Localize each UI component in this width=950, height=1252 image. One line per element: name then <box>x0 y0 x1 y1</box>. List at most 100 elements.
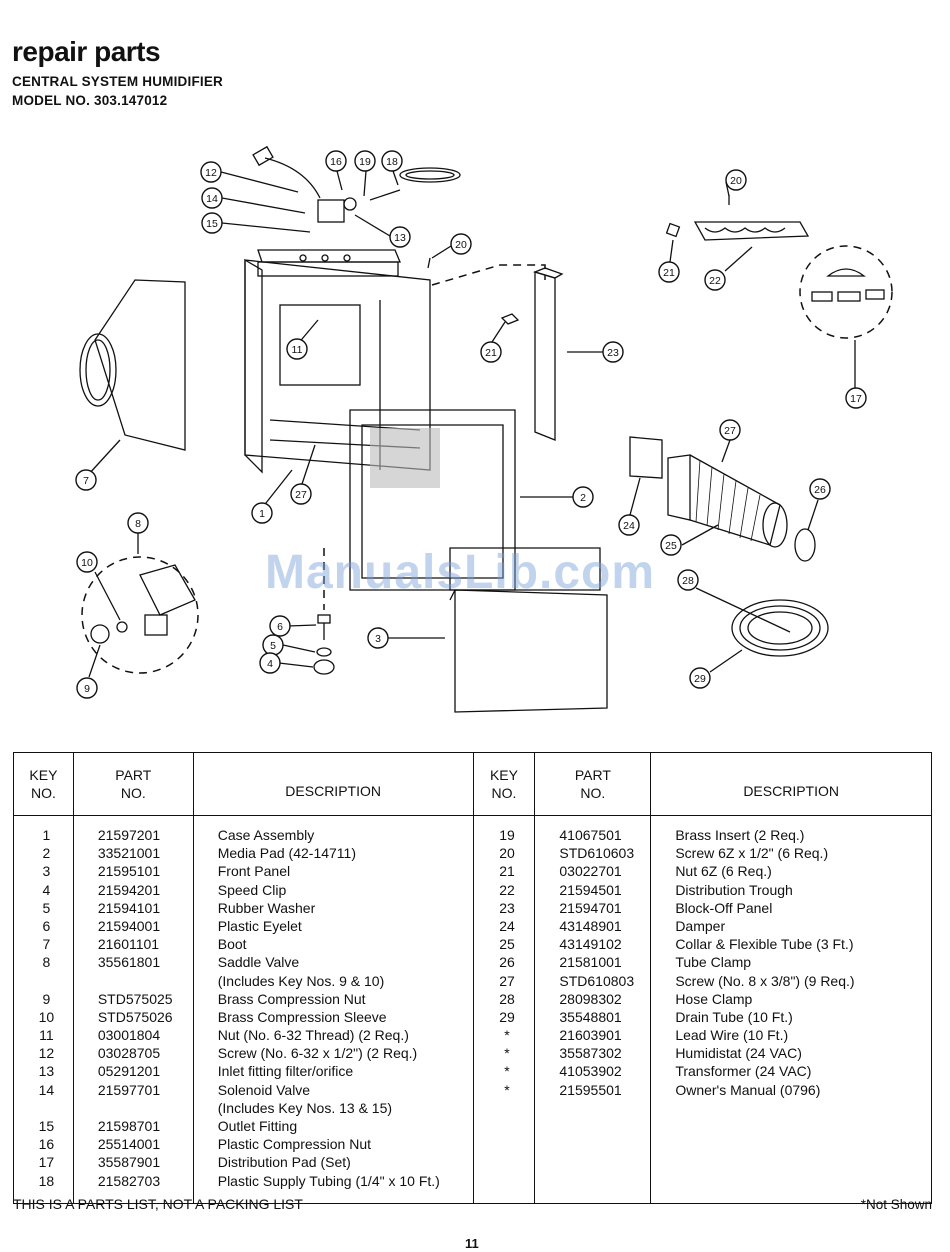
svg-text:28: 28 <box>682 575 694 587</box>
callout-5: 5 <box>262 634 284 656</box>
parts-row-key: * <box>504 1063 510 1080</box>
parts-row-part: 35587302 <box>559 1045 622 1062</box>
parts-row-desc: Screw (No. 8 x 3/8") (9 Req.) <box>675 972 855 989</box>
parts-row-part: 43149102 <box>559 936 622 953</box>
parts-row-key: 13 <box>38 1063 55 1080</box>
parts-row-desc: Plastic Supply Tubing (1/4" x 10 Ft.) <box>217 1172 440 1189</box>
svg-text:27: 27 <box>724 425 736 437</box>
parts-row-part: 21597701 <box>97 1081 161 1098</box>
parts-row-desc: Screw (No. 6-32 x 1/2") (2 Req.) <box>217 1045 418 1062</box>
parts-row-desc: Rubber Washer <box>217 899 316 916</box>
callout-7: 7 <box>75 469 97 491</box>
callout-14: 14 <box>201 187 223 209</box>
parts-row-desc: (Includes Key Nos. 13 & 15) <box>217 1099 393 1116</box>
parts-row-part: 05291201 <box>97 1063 161 1080</box>
svg-text:1: 1 <box>259 508 265 520</box>
parts-row-key: 14 <box>38 1081 55 1098</box>
svg-text:5: 5 <box>270 640 276 652</box>
callout-6: 6 <box>269 615 291 637</box>
svg-text:7: 7 <box>83 475 89 487</box>
svg-text:13: 13 <box>394 232 406 244</box>
svg-text:9: 9 <box>84 683 90 695</box>
callout-12: 12 <box>200 161 222 183</box>
svg-text:6: 6 <box>277 621 283 633</box>
parts-row-part: 21595501 <box>559 1081 622 1098</box>
svg-text:29: 29 <box>694 673 706 685</box>
parts-row-desc: Screw 6Z x 1/2" (6 Req.) <box>675 845 829 862</box>
callout-8: 8 <box>127 512 149 534</box>
callout-20-a: 20 <box>450 233 472 255</box>
parts-row-desc: Humidistat (24 VAC) <box>675 1045 802 1062</box>
callout-17: 17 <box>845 387 867 409</box>
parts-row-key: 24 <box>499 917 515 934</box>
parts-row-key: 9 <box>42 990 51 1007</box>
boot-drawing <box>79 279 186 451</box>
parts-row-part: 03028705 <box>97 1045 161 1062</box>
parts-row-desc: Brass Insert (2 Req.) <box>675 827 805 843</box>
parts-row-part: STD575026 <box>97 1008 173 1025</box>
parts-row-desc: (Includes Key Nos. 9 & 10) <box>217 972 385 989</box>
parts-row-key: 26 <box>499 954 515 971</box>
svg-text:25: 25 <box>665 540 677 552</box>
parts-row-key: 21 <box>499 863 515 880</box>
parts-row-key: 17 <box>38 1154 55 1171</box>
svg-text:20: 20 <box>455 239 467 251</box>
svg-text:22: 22 <box>709 275 721 287</box>
parts-row-part: 03001804 <box>97 1027 161 1044</box>
parts-row-part: STD575025 <box>97 990 173 1007</box>
svg-text:18: 18 <box>386 156 398 168</box>
parts-row-key: 12 <box>38 1045 55 1062</box>
parts-row-desc: Block-Off Panel <box>675 899 773 916</box>
parts-row-key: 29 <box>499 1008 515 1025</box>
parts-row-part: 21594101 <box>97 899 161 916</box>
model-number: MODEL NO. 303.147012 <box>12 93 168 108</box>
parts-row-key: 2 <box>42 845 51 862</box>
parts-row-desc: Outlet Fitting <box>217 1118 298 1134</box>
svg-text:8: 8 <box>135 518 141 530</box>
parts-row-desc: Tube Clamp <box>675 954 752 971</box>
callout-27-b: 27 <box>719 419 741 441</box>
parts-row-part: 21594201 <box>97 881 161 898</box>
parts-row-desc: Owner's Manual (0796) <box>675 1081 821 1098</box>
parts-row-part: STD610803 <box>559 972 635 989</box>
svg-text:12: 12 <box>205 167 217 179</box>
parts-row-key: * <box>504 1081 510 1098</box>
svg-text:16: 16 <box>330 156 342 168</box>
parts-row-part: 25514001 <box>97 1136 161 1153</box>
svg-text:27: 27 <box>295 489 307 501</box>
parts-row-desc: Collar & Flexible Tube (3 Ft.) <box>675 936 854 953</box>
svg-text:3: 3 <box>375 633 381 645</box>
callout-4: 4 <box>259 652 281 674</box>
callout-15: 15 <box>201 212 223 234</box>
parts-row-desc: Plastic Compression Nut <box>217 1136 372 1153</box>
parts-row-part: 21603901 <box>559 1027 622 1044</box>
front-panel-drawing <box>449 547 608 713</box>
parts-row-desc: Brass Compression Nut <box>217 990 366 1007</box>
callout-1: 1 <box>251 502 273 524</box>
svg-text:20: 20 <box>730 175 742 187</box>
parts-row-desc: Distribution Trough <box>675 881 793 898</box>
svg-text:23: 23 <box>607 347 619 359</box>
callout-25: 25 <box>660 534 682 556</box>
distribution-trough-drawing <box>665 221 810 241</box>
parts-row-key: 25 <box>499 936 515 953</box>
parts-row-desc: Drain Tube (10 Ft.) <box>675 1008 793 1025</box>
parts-row-key: 6 <box>42 917 51 934</box>
parts-row-desc: Nut (No. 6-32 Thread) (2 Req.) <box>217 1027 409 1044</box>
parts-row-key: * <box>504 1045 510 1062</box>
parts-row-part <box>74 972 193 990</box>
callout-10: 10 <box>76 551 98 573</box>
svg-text:11: 11 <box>292 344 303 356</box>
parts-row-key: 11 <box>39 1027 54 1044</box>
flex-tube-drawing <box>629 436 816 562</box>
parts-row-key: 15 <box>38 1118 55 1134</box>
parts-row-desc: Distribution Pad (Set) <box>217 1154 351 1171</box>
callout-21-b: 21 <box>480 341 502 363</box>
parts-row-part <box>74 1099 193 1117</box>
svg-text:10: 10 <box>81 557 93 569</box>
